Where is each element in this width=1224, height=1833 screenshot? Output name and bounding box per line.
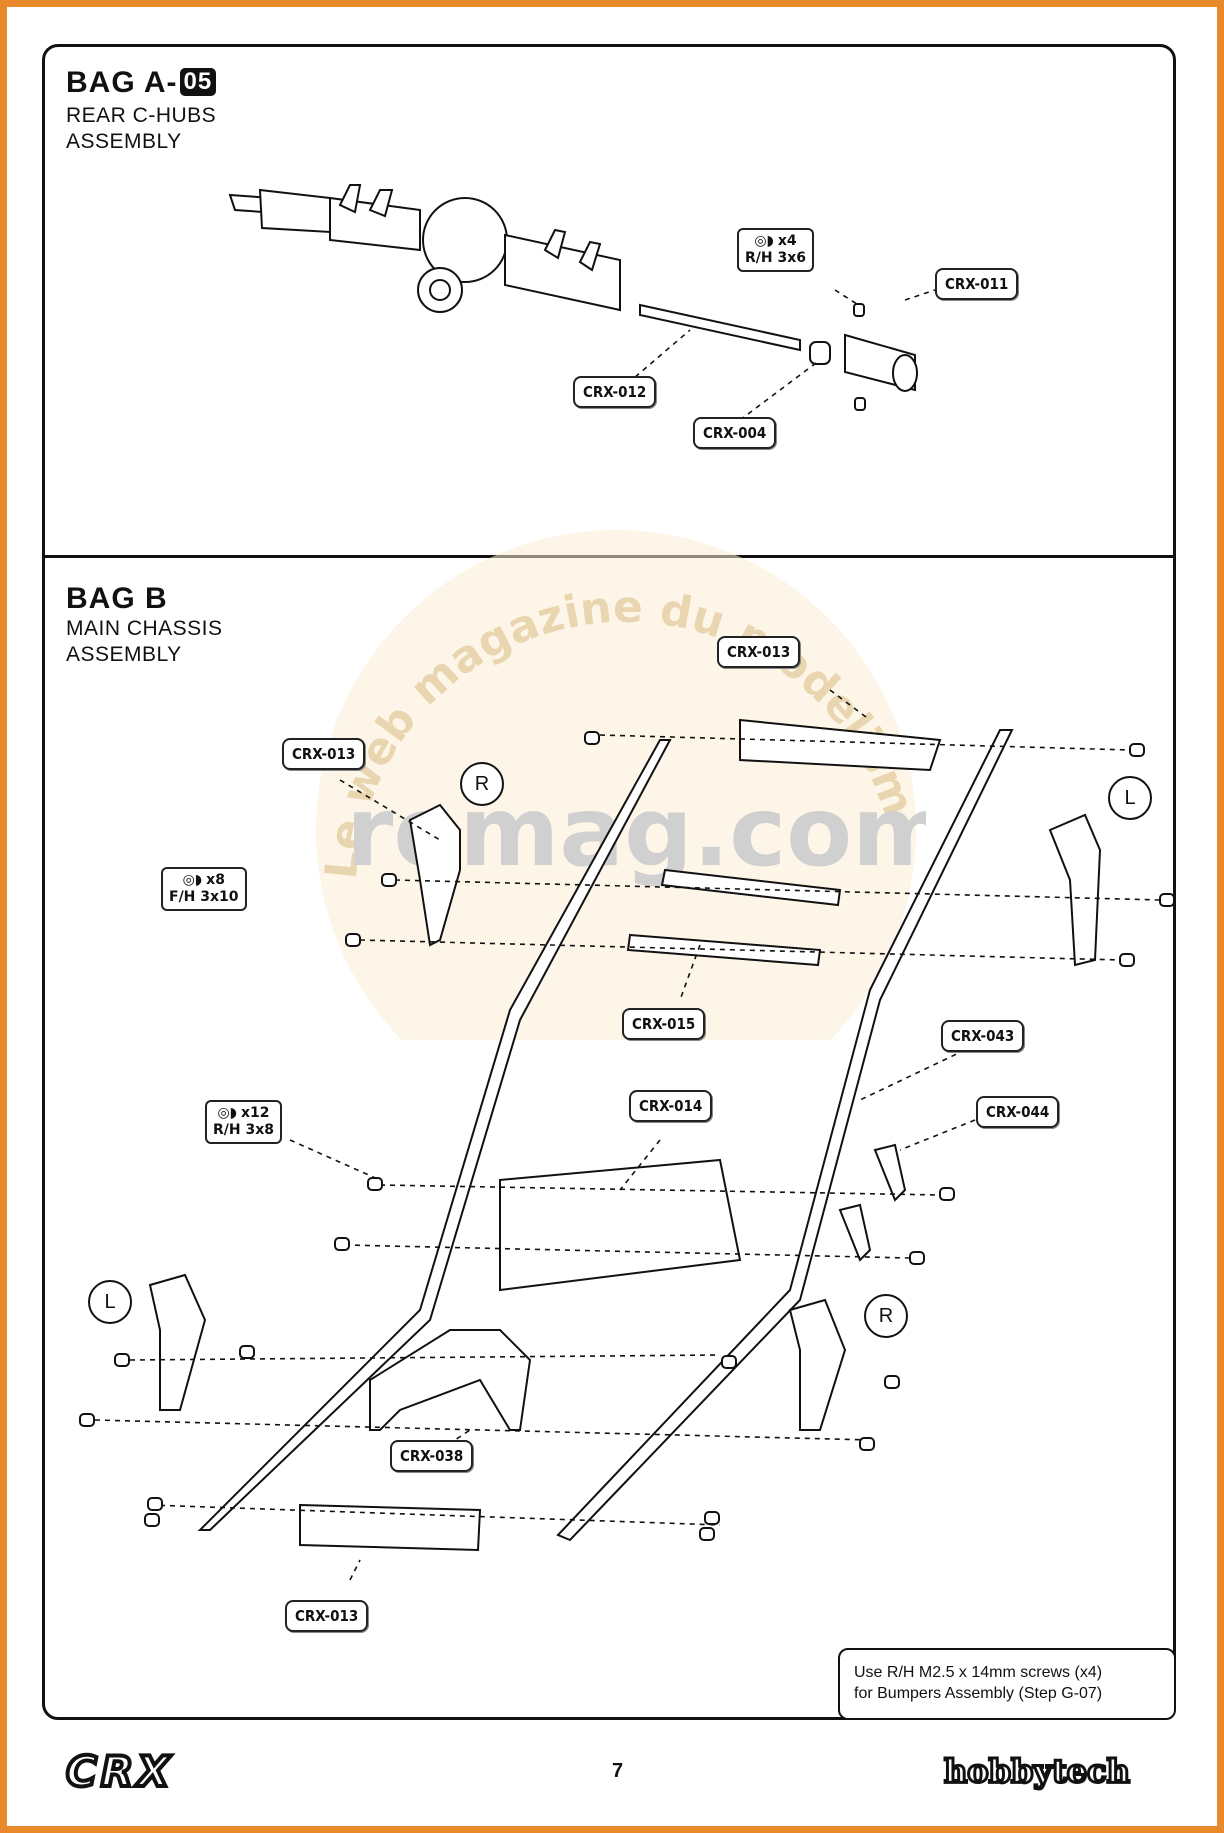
part-label-crx-043: CRX-043 — [941, 1020, 1025, 1052]
hardware-box-fh: ◎◗x8 F/H 3x10 — [161, 867, 247, 911]
page-number: 7 — [612, 1760, 624, 1782]
part-label-crx-038: CRX-038 — [390, 1440, 474, 1472]
rear-axle-drawing — [228, 184, 918, 411]
hardware-spec: F/H 3x10 — [169, 889, 239, 905]
step-badge: 05 — [179, 68, 217, 96]
part-label-crx-015: CRX-015 — [622, 1008, 706, 1040]
section-b-subtitle-line1: MAIN CHASSIS — [66, 617, 223, 640]
part-label-crx-013-top: CRX-013 — [717, 636, 801, 668]
frame-rails-drawing — [197, 729, 1014, 1542]
section-a-title: BAG A-05 — [66, 66, 217, 100]
part-label-crx-014: CRX-014 — [629, 1090, 713, 1122]
screw-icon: ◎◗ — [754, 233, 774, 249]
section-a-subtitle: REAR C-HUBS ASSEMBLY — [66, 103, 216, 155]
crossmember-drawings — [299, 718, 942, 1552]
side-label-left-lower: L — [88, 1280, 132, 1324]
note-line2: for Bumpers Assembly (Step G-07) — [854, 1685, 1103, 1702]
hardware-box-a: ◎◗x4 R/H 3x6 — [737, 228, 814, 272]
side-label-right-lower: R — [864, 1294, 908, 1338]
part-label-crx-044: CRX-044 — [976, 1096, 1060, 1128]
section-b-title: BAG B — [66, 582, 168, 615]
bracket-drawings — [148, 803, 1102, 1431]
hardware-spec: R/H 3x8 — [213, 1122, 274, 1138]
section-a-title-text: BAG A- — [66, 66, 178, 99]
crx-logo-text: CRX — [66, 1748, 174, 1794]
section-a-subtitle-line1: REAR C-HUBS — [66, 104, 217, 127]
part-label-crx-004: CRX-004 — [693, 417, 777, 449]
section-a-subtitle-line2: ASSEMBLY — [66, 130, 182, 153]
hardware-qty: x4 — [777, 233, 797, 249]
part-label-crx-013-bottom: CRX-013 — [285, 1600, 369, 1632]
screw-drawings — [79, 731, 1175, 1541]
hardware-spec: R/H 3x6 — [745, 250, 806, 266]
crx-logo: CRX — [62, 1745, 238, 1798]
side-label-right: R — [460, 762, 504, 806]
hobbytech-logo: hobbytech — [938, 1744, 1168, 1798]
hardware-qty: x8 — [206, 872, 225, 888]
section-b-subtitle-line2: ASSEMBLY — [66, 643, 182, 666]
side-label-left: L — [1108, 776, 1152, 820]
hobbytech-logo-text: hobbytech — [944, 1752, 1130, 1790]
screw-icon: ◎◗ — [217, 1105, 238, 1121]
part-label-crx-012: CRX-012 — [573, 376, 657, 408]
part-label-crx-013-left: CRX-013 — [282, 738, 366, 770]
part-label-crx-011: CRX-011 — [935, 268, 1019, 300]
section-b-subtitle: MAIN CHASSIS ASSEMBLY — [66, 616, 223, 668]
hardware-box-rh: ◎◗x12 R/H 3x8 — [205, 1100, 282, 1144]
note-line1: Use R/H M2.5 x 14mm screws (x4) — [854, 1664, 1103, 1681]
bumper-screw-note: Use R/H M2.5 x 14mm screws (x4) for Bump… — [838, 1648, 1176, 1720]
screw-icon: ◎◗ — [182, 872, 203, 888]
hardware-qty: x12 — [241, 1105, 270, 1121]
